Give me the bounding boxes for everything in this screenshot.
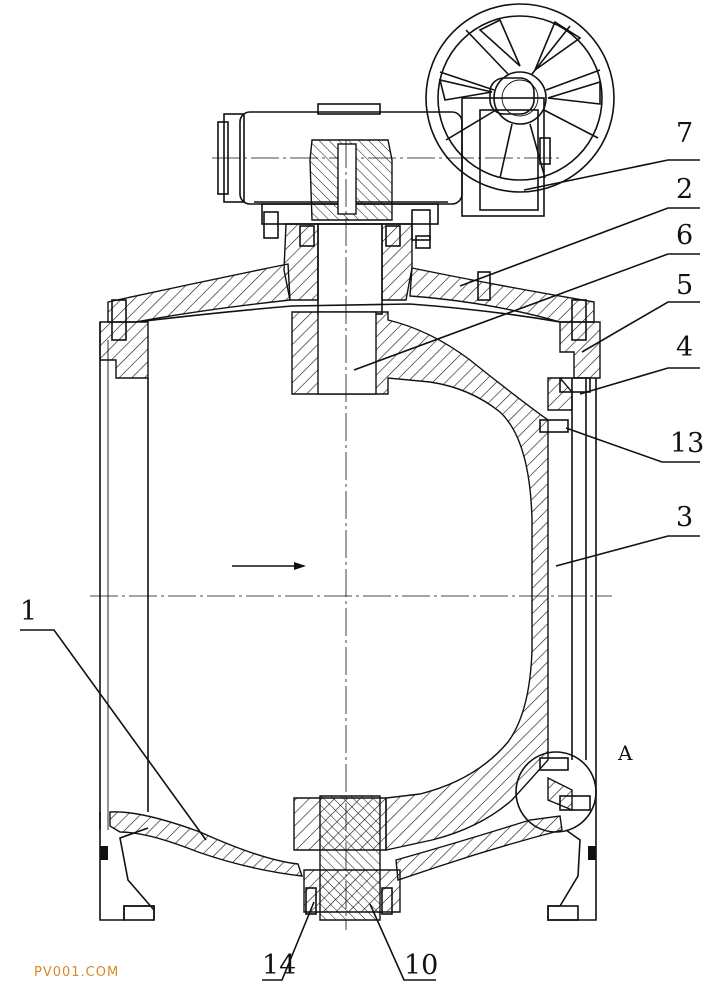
callout-10: 10 [404,950,438,981]
callout-7: 7 [676,118,693,149]
stem-and-neck [283,139,413,315]
watermark: PV001.COM [34,965,119,980]
callout-1: 1 [20,596,37,627]
callout-4: 4 [676,332,693,363]
body-bottom [109,811,563,881]
valve-body [99,321,601,921]
callout-14: 14 [262,950,296,981]
callout-13: 13 [670,428,704,459]
plug-disc [291,311,549,921]
leader-lines [20,159,700,981]
callout-A: A [617,741,633,765]
callout-5: 5 [676,270,693,301]
flow-arrow [232,562,306,570]
callout-3: 3 [676,502,693,533]
handwheel [425,3,615,193]
callout-6: 6 [676,220,693,251]
callout-2: 2 [676,174,693,205]
seat-ring [515,377,597,833]
